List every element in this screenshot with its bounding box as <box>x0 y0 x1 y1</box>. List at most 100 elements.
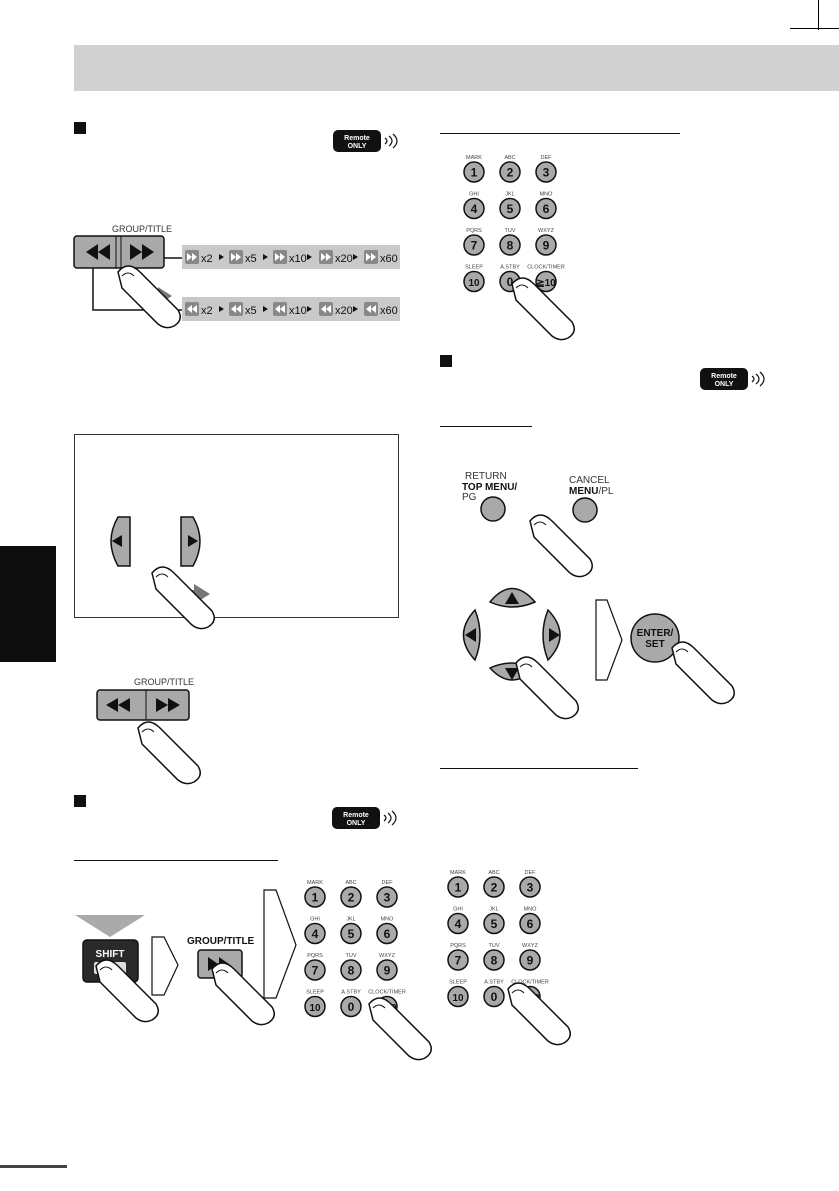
right-cursor-button[interactable] <box>180 516 201 567</box>
group-title-button-search[interactable]: GROUP/TITLE <box>73 224 172 269</box>
key-label: 9 <box>384 964 391 978</box>
key-letters: ABC <box>488 870 499 876</box>
svg-text:RETURN: RETURN <box>465 471 507 482</box>
left-cursor-button[interactable] <box>110 516 131 567</box>
key-letters: PQRS <box>307 953 323 959</box>
enter-set-button[interactable]: ENTER/ SET <box>630 613 680 663</box>
speed-step-label: x20 <box>335 253 353 265</box>
footer-rule <box>0 1165 67 1168</box>
key-label: 6 <box>384 927 391 941</box>
speed-step: x2 <box>185 250 224 265</box>
svg-text:SET: SET <box>645 639 664 650</box>
svg-text:TOP MENU/: TOP MENU/ <box>462 482 517 493</box>
key-letters: WXYZ <box>379 953 396 959</box>
key-label: 0 <box>348 1000 355 1014</box>
section-header-bar <box>74 45 839 91</box>
key-label: 8 <box>507 239 514 253</box>
key-label: 2 <box>491 881 498 895</box>
speed-step-label: x5 <box>245 253 257 265</box>
keypad-key[interactable]: PQRS 7 <box>304 953 326 981</box>
key-letters: MARK <box>450 870 466 876</box>
side-index-tab <box>0 546 56 662</box>
key-label: 4 <box>455 917 462 931</box>
cursor-pad[interactable] <box>462 587 561 681</box>
keypad-key[interactable]: GHI 4 <box>447 907 469 935</box>
top-menu-button[interactable]: RETURN TOP MENU/ PG <box>462 471 517 522</box>
keypad-key[interactable]: WXYZ 9 <box>376 953 398 981</box>
step-arrow-icon <box>353 254 358 260</box>
keypad-key[interactable]: ABC 2 <box>483 870 505 898</box>
svg-text:MENU/PL: MENU/PL <box>569 486 614 497</box>
svg-text:ENTER/: ENTER/ <box>637 628 674 639</box>
speed-step: x20 <box>319 302 358 317</box>
step-arrow-icon <box>307 306 312 312</box>
svg-text:GROUP/TITLE: GROUP/TITLE <box>112 224 172 234</box>
subheading-rule <box>440 768 638 769</box>
step-arrow-icon <box>151 936 179 996</box>
speed-step-label: x2 <box>201 305 213 317</box>
key-label: 1 <box>455 881 462 895</box>
step-arrow-icon <box>353 306 358 312</box>
key-letters: A.STBY <box>341 990 361 996</box>
keypad-key[interactable]: A.STBY 0 <box>340 990 362 1018</box>
key-label: 10 <box>468 278 480 289</box>
speed-step-label: x2 <box>201 253 213 265</box>
speed-step: x60 <box>364 250 398 265</box>
keypad-key[interactable]: MARK 1 <box>447 870 469 898</box>
key-letters: CLOCK/TIMER <box>368 990 406 996</box>
key-letters: ABC <box>504 155 515 161</box>
key-label: 3 <box>527 881 534 895</box>
key-letters: JKL <box>505 192 514 198</box>
subheading-rule <box>74 860 278 861</box>
forward-speed-strip <box>182 245 400 269</box>
key-letters: GHI <box>453 907 463 913</box>
speed-step: x10 <box>273 302 312 317</box>
key-letters: MARK <box>466 155 482 161</box>
key-label: 5 <box>348 927 355 941</box>
subheading-rule <box>440 133 680 134</box>
keypad-key[interactable]: CLOCK/TIMER≧10 <box>527 265 565 293</box>
key-letters: MNO <box>524 907 538 913</box>
menu-button[interactable]: CANCEL MENU/PL <box>569 475 614 523</box>
key-letters: MNO <box>540 192 554 198</box>
forward-speed-steps: x2 x5 x10 x20 x60 <box>185 250 398 265</box>
key-letters: A.STBY <box>484 980 504 986</box>
press-down-arrow-icon <box>75 915 145 937</box>
key-letters: CLOCK/TIMER <box>527 265 565 271</box>
key-label: 7 <box>312 964 319 978</box>
group-title-button[interactable]: GROUP/TITLE <box>96 677 194 721</box>
speed-step: x5 <box>229 302 268 317</box>
section-bullet <box>440 355 452 367</box>
speed-step-label: x10 <box>289 253 307 265</box>
